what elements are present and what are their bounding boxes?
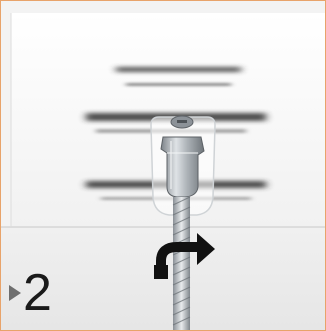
step-number: 2 [23, 267, 51, 319]
cable-gripper [161, 137, 204, 197]
step-indicator: 2 [9, 267, 51, 319]
triangle-right-icon [9, 285, 21, 301]
steel-cable [173, 197, 190, 330]
